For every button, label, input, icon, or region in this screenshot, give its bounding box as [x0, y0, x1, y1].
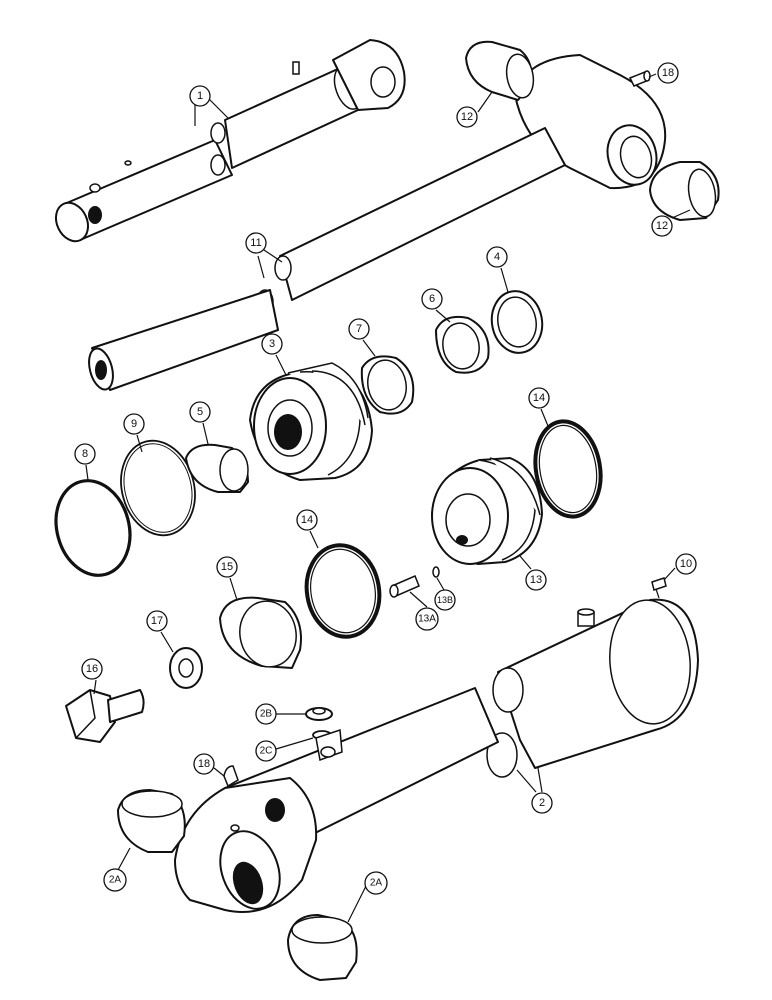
callout-label: 14 — [301, 514, 313, 526]
callout-5: 5 — [189, 401, 211, 423]
bushing-2A-right — [287, 914, 358, 981]
ring-6 — [435, 315, 490, 374]
callout-label: 2A — [109, 875, 122, 886]
callout-2A-right: 2A — [364, 871, 388, 895]
callout-label: 12 — [461, 111, 473, 123]
callout-label: 10 — [680, 558, 692, 570]
callout-9: 9 — [123, 413, 145, 435]
callout-17: 17 — [146, 610, 168, 632]
callout-label: 17 — [151, 615, 163, 627]
plug-2B — [305, 707, 333, 721]
callout-label: 13 — [530, 574, 542, 586]
seal-14-upper — [533, 419, 603, 519]
callout-15: 15 — [216, 556, 238, 578]
callout-label: 14 — [533, 392, 545, 404]
callout-8: 8 — [74, 443, 96, 465]
callout-4: 4 — [486, 246, 508, 268]
callout-label: 18 — [198, 758, 210, 770]
callout-label: 8 — [82, 448, 88, 460]
callout-2B: 2B — [255, 703, 277, 725]
seal-14-lower — [304, 543, 382, 639]
callout-13A: 13A — [415, 607, 439, 631]
callout-12-right: 12 — [651, 215, 673, 237]
callout-2: 2 — [531, 792, 553, 814]
bushing-2A-left — [117, 789, 186, 853]
callout-label: 13A — [418, 614, 436, 625]
callout-16: 16 — [81, 658, 103, 680]
bushing-12-top — [465, 40, 535, 101]
piston-13 — [431, 457, 543, 565]
backup-ring-9 — [120, 439, 196, 537]
bushing-12-right — [649, 161, 720, 221]
callout-label: 3 — [269, 338, 275, 350]
callout-3: 3 — [261, 333, 283, 355]
bolt-13A — [389, 575, 420, 598]
wiper-4 — [490, 290, 544, 354]
callout-label: 2 — [539, 797, 545, 809]
callout-13: 13 — [525, 569, 547, 591]
callout-label: 1 — [197, 90, 203, 102]
callout-label: 16 — [86, 663, 98, 675]
piston-rod-11 — [88, 54, 667, 391]
grease-fitting-18-bottom — [223, 765, 239, 788]
callout-label: 15 — [221, 561, 233, 573]
callout-label: 2A — [370, 878, 383, 889]
callout-label: 9 — [131, 418, 137, 430]
callout-label: 13B — [437, 595, 453, 605]
cylinder-barrel-2 — [174, 598, 699, 913]
callout-label: 18 — [662, 67, 674, 79]
callout-2C: 2C — [255, 740, 277, 762]
callout-label: 4 — [494, 251, 500, 263]
o-ring-8 — [54, 479, 132, 577]
gland-3 — [249, 362, 373, 481]
callout-18-top: 18 — [657, 62, 679, 84]
washer-17 — [169, 647, 203, 689]
callout-18-bottom: 18 — [193, 753, 215, 775]
callout-7: 7 — [348, 318, 370, 340]
wear-ring-15 — [219, 596, 302, 669]
assembled-cylinder-1 — [54, 39, 406, 243]
callout-14-upper: 14 — [528, 387, 550, 409]
leader-lines — [85, 73, 691, 923]
bushing-5 — [185, 443, 249, 493]
callout-label: 7 — [356, 323, 362, 335]
callout-label: 2B — [260, 709, 273, 720]
callout-14-lower: 14 — [296, 509, 318, 531]
callout-label: 5 — [197, 406, 203, 418]
callout-10: 10 — [675, 553, 697, 575]
callout-label: 11 — [250, 237, 261, 249]
screw-10 — [651, 577, 667, 599]
callout-13B: 13B — [434, 589, 456, 611]
callout-label: 12 — [656, 220, 668, 232]
callout-label: 6 — [429, 293, 435, 305]
grease-fitting-18-top — [628, 70, 651, 87]
seal-7 — [360, 355, 415, 415]
callout-11: 11 — [245, 232, 267, 254]
callout-2A-left: 2A — [103, 868, 127, 892]
callout-12-top: 12 — [456, 106, 478, 128]
bolt-16 — [65, 689, 145, 743]
callout-label: 2C — [260, 746, 273, 757]
callout-1: 1 — [189, 85, 211, 107]
callout-6: 6 — [421, 288, 443, 310]
o-ring-13B — [432, 566, 440, 578]
